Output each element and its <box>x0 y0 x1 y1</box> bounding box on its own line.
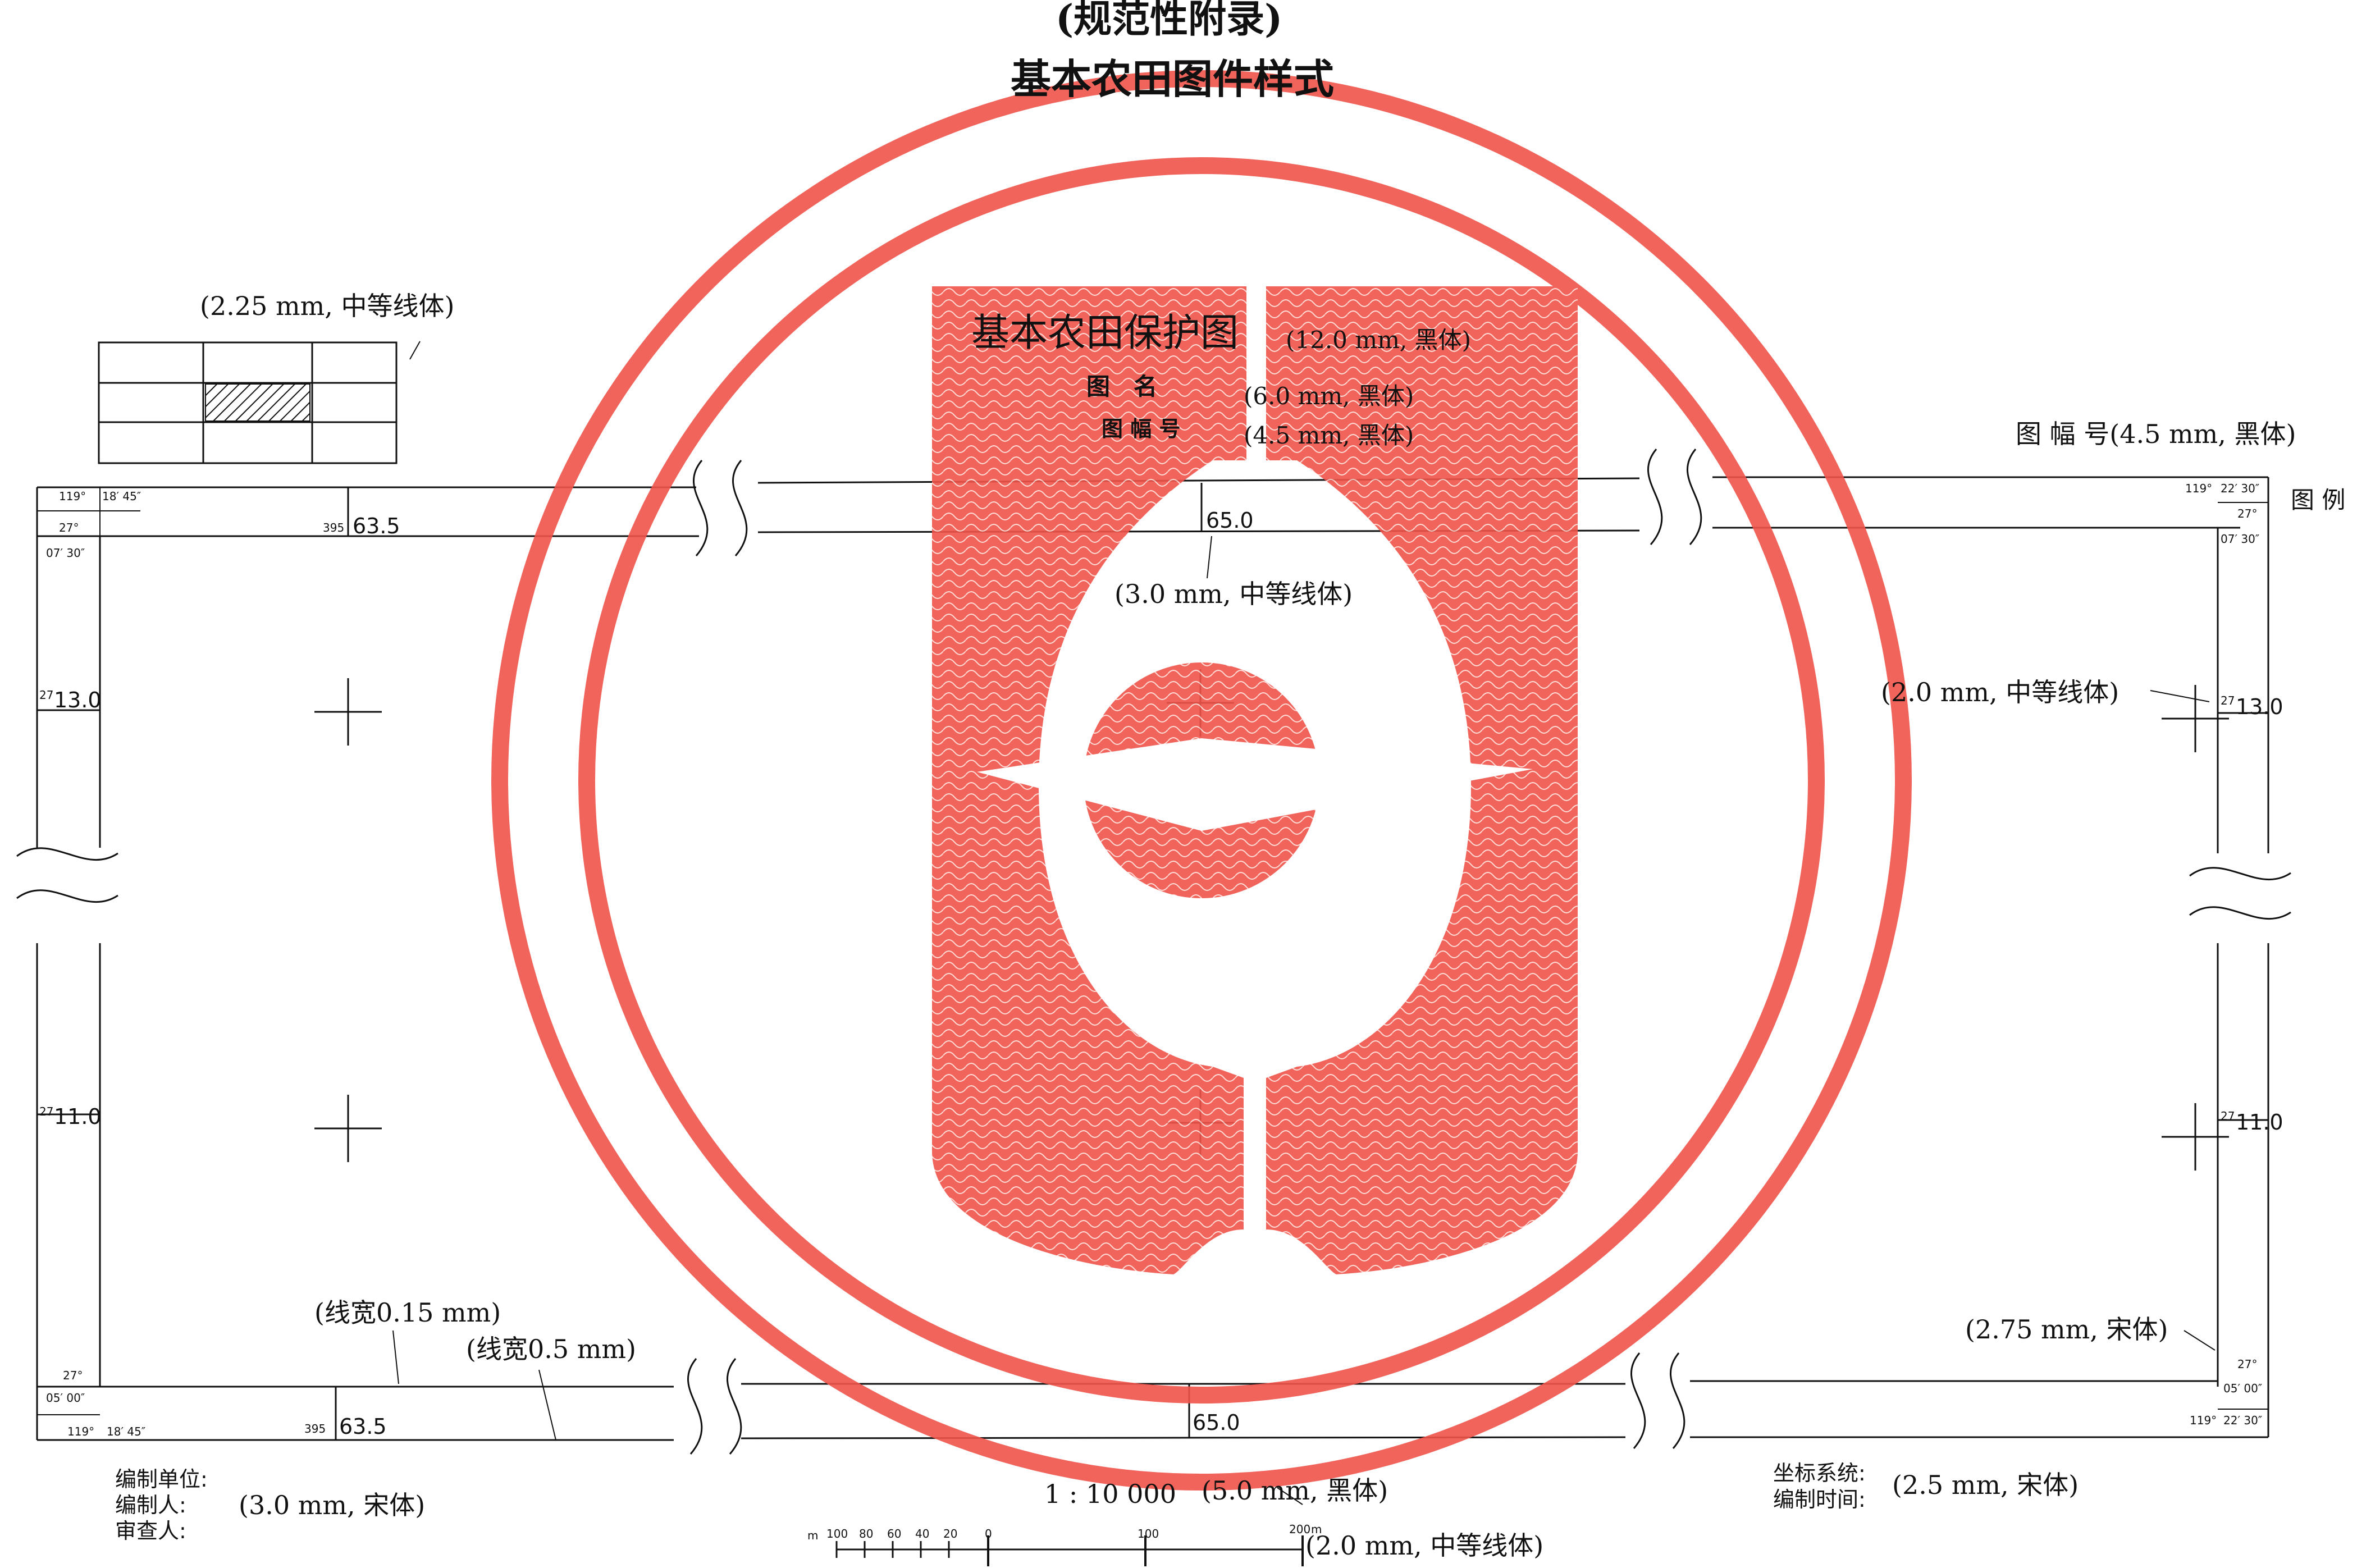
map-title-sheet-no-note: (4.5 mm, 黑体) <box>1244 422 1414 449</box>
right-y1-value: 13.0 <box>2236 694 2283 719</box>
top-mid-value: 65.0 <box>1206 508 1254 533</box>
footer-checker-label: 审查人: <box>115 1519 186 1543</box>
bl-lat-min: 05′ 00″ <box>46 1391 85 1405</box>
br-lat-min: 05′ 00″ <box>2223 1382 2263 1395</box>
scalebar-tick-20: 20 <box>943 1527 958 1540</box>
left-y1-prefix: 27 <box>39 688 54 702</box>
map-title-main-note: (12.0 mm, 黑体) <box>1286 326 1471 354</box>
br-lat-deg: 27° <box>2237 1357 2258 1371</box>
scalebar-note: (2.0 mm, 中等线体) <box>1305 1530 1544 1561</box>
legend-label: 图 例 <box>2291 486 2346 514</box>
left-y1-value: 13.0 <box>54 688 102 712</box>
scalebar-tick-40: 40 <box>915 1527 930 1540</box>
index-grid-current-sheet <box>205 383 310 422</box>
right-y1-prefix: 27 <box>2221 694 2235 707</box>
bottom-x-prefix: 395 <box>304 1422 326 1436</box>
footer-time-label: 编制时间: <box>1773 1487 1866 1512</box>
scalebar-tick-200: 200 <box>1289 1523 1311 1536</box>
footer-left-font-note: (3.0 mm, 宋体) <box>239 1490 426 1520</box>
scale-bar <box>835 1535 1304 1566</box>
tl-lon-deg: 119° <box>59 490 86 503</box>
right-grid-font-note: (2.0 mm, 中等线体) <box>1881 677 2120 707</box>
seal-emblem-right <box>1266 286 1578 1274</box>
seal-inner-ring <box>578 157 1825 1404</box>
scalebar-tick-60: 60 <box>887 1527 902 1540</box>
grid-font-note: (3.0 mm, 中等线体) <box>1114 579 1353 609</box>
scalebar-tick-100: 100 <box>1138 1527 1159 1540</box>
left-y2-prefix: 27 <box>39 1105 54 1118</box>
map-title-name: 图 名 <box>1086 373 1158 400</box>
footer-unit-label: 编制单位: <box>115 1467 208 1492</box>
bl-lat-deg: 27° <box>63 1369 83 1382</box>
line-width-thin-note: (线宽0.15 mm) <box>314 1297 501 1328</box>
right-y2-value: 11.0 <box>2236 1110 2283 1135</box>
index-grid <box>98 341 398 464</box>
tr-lon-deg: 119° <box>2185 482 2213 495</box>
doc-title: 基本农田图件样式 <box>1011 56 1335 103</box>
bottom-x-value: 63.5 <box>339 1414 387 1439</box>
scalebar-unit-right: m <box>1311 1523 1322 1536</box>
br-lon-deg: 119° <box>2190 1414 2217 1427</box>
tl-lat-deg: 27° <box>59 521 79 534</box>
bottom-mid-value: 65.0 <box>1193 1410 1240 1435</box>
scale-text: 1 : 10 000 <box>1044 1479 1176 1509</box>
tl-lon-min: 18′ 45″ <box>102 490 141 503</box>
scalebar-unit-left: m <box>807 1529 819 1542</box>
footer-maker-label: 编制人: <box>115 1493 186 1517</box>
seal-emblem-left <box>932 286 1246 1274</box>
top-x-value: 63.5 <box>353 514 400 538</box>
right-y2-prefix: 27 <box>2221 1109 2235 1123</box>
appendix-label: (规范性附录) <box>1056 0 1283 42</box>
tr-lon-min: 22′ 30″ <box>2221 482 2260 495</box>
br-lon-min: 22′ 30″ <box>2223 1414 2263 1427</box>
sheet-number-label: 图 幅 号(4.5 mm, 黑体) <box>2016 419 2296 449</box>
map-title-sheet-no: 图 幅 号 <box>1102 417 1181 441</box>
map-title-main: 基本农田保护图 <box>971 311 1239 355</box>
tr-lat-min: 07′ 30″ <box>2221 532 2260 546</box>
tr-lat-deg: 27° <box>2237 507 2258 520</box>
corner-font-note: (2.75 mm, 宋体) <box>1965 1314 2168 1345</box>
footer-coord-label: 坐标系统: <box>1773 1461 1866 1485</box>
left-y2-value: 11.0 <box>54 1104 102 1129</box>
top-x-prefix: 395 <box>323 521 345 534</box>
line-width-thick-note: (线宽0.5 mm) <box>466 1334 636 1364</box>
seal-outer-ring <box>491 70 1912 1491</box>
map-title-name-note: (6.0 mm, 黑体) <box>1244 382 1414 410</box>
footer-right-font-note: (2.5 mm, 宋体) <box>1892 1470 2079 1500</box>
scalebar-tick-80: 80 <box>859 1527 874 1540</box>
bl-lon-deg: 119° <box>67 1425 95 1438</box>
seal-emblem-spindle <box>977 738 1533 831</box>
index-grid-note: (2.25 mm, 中等线体) <box>200 291 455 321</box>
scale-note: (5.0 mm, 黑体) <box>1202 1475 1388 1506</box>
scalebar-tick-0: 0 <box>985 1527 992 1540</box>
break-mark <box>16 449 2291 1455</box>
tl-lat-min: 07′ 30″ <box>46 546 85 560</box>
scalebar-tick-100L: 100 <box>826 1527 848 1540</box>
bl-lon-min: 18′ 45″ <box>107 1425 146 1438</box>
